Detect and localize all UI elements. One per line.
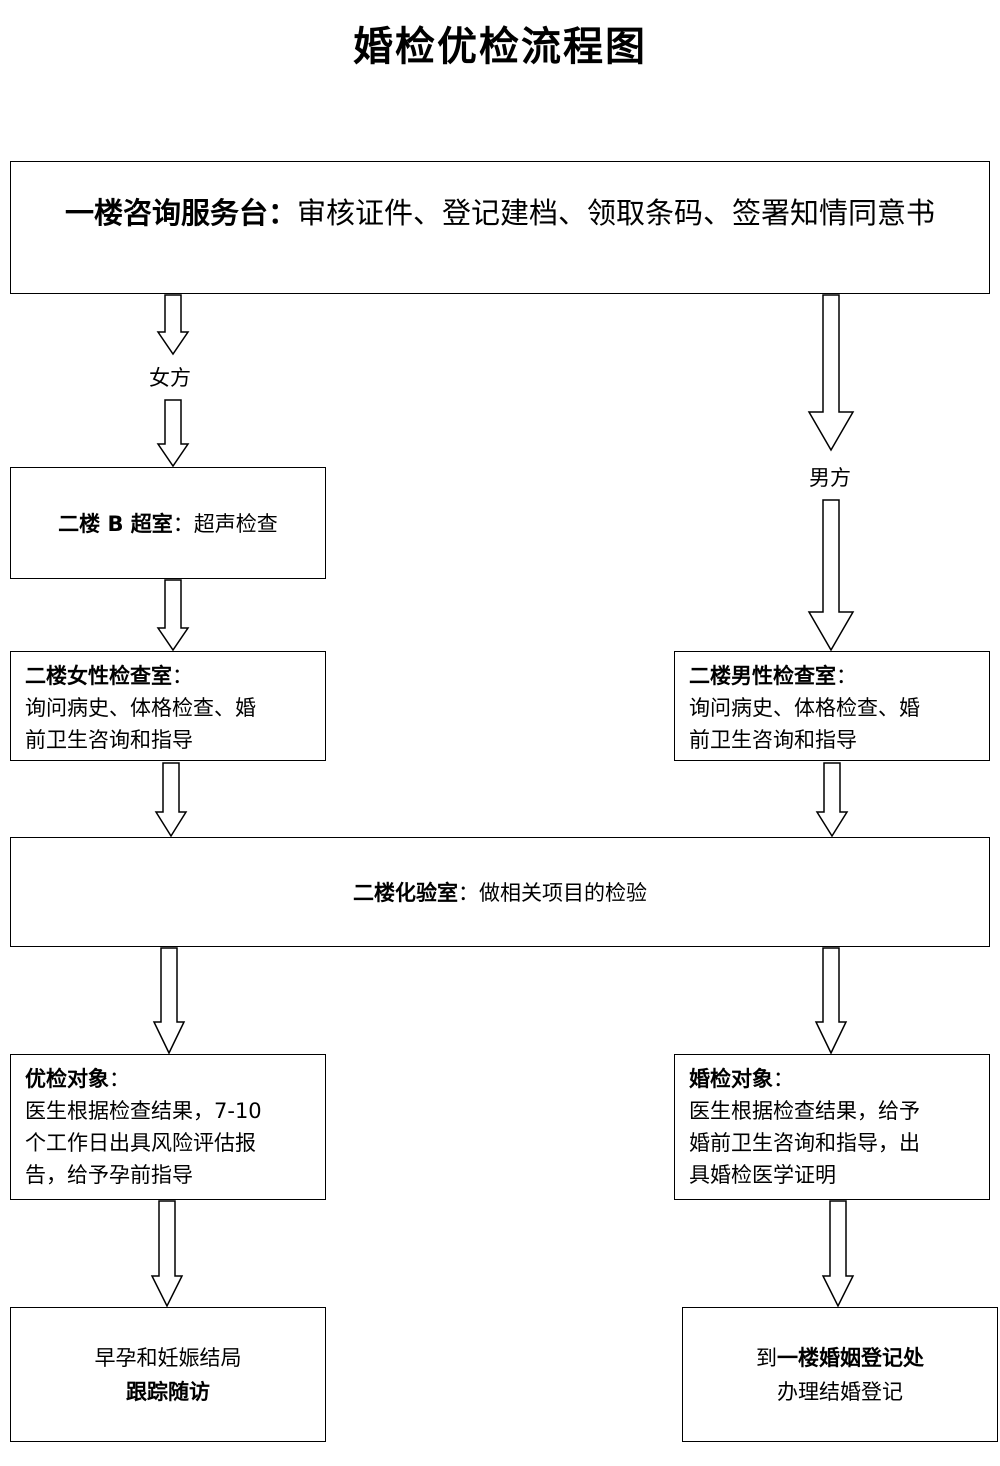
female-label: 女方 [149,366,191,390]
male-exam-room-box: 二楼男性检查室： 询问病史、体格检查、婚 前卫生咨询和指导 [674,651,990,761]
female-exam-line1: 询问病史、体格检查、婚 [25,696,256,720]
followup-line2: 跟踪随访 [126,1379,210,1404]
ultrasound-heading: 二楼 B 超室 [58,512,173,536]
arrow-down-icon [807,294,855,452]
arrow-down-icon [154,762,188,838]
page-title: 婚检优检流程图 [353,24,647,70]
hunjian-colon: ： [773,1067,794,1091]
arrow-down-icon [150,1200,184,1308]
youjian-line3: 告，给予孕前指导 [25,1163,193,1187]
hunjian-heading: 婚检对象 [689,1067,773,1091]
hunjian-line3: 具婚检医学证明 [689,1163,836,1187]
female-exam-colon: ： [172,664,193,688]
marriage-registration-box: 到一楼婚姻登记处 办理结婚登记 [682,1307,998,1442]
female-exam-heading: 二楼女性检查室 [25,664,172,688]
hunjian-target-box: 婚检对象： 医生根据检查结果，给予 婚前卫生咨询和指导，出 具婚检医学证明 [674,1054,990,1200]
register-heading: 一楼婚姻登记处 [777,1345,924,1370]
arrow-down-icon [156,579,190,652]
hunjian-line2: 婚前卫生咨询和指导，出 [689,1131,920,1155]
arrow-down-icon [821,1200,855,1308]
lab-room-box: 二楼化验室：做相关项目的检验 [10,837,990,947]
arrow-down-icon [156,294,190,356]
male-exam-colon: ： [836,664,857,688]
arrow-down-icon [814,947,848,1055]
consult-desk-box: 一楼咨询服务台：审核证件、登记建档、领取条码、签署知情同意书 [10,161,990,294]
followup-box: 早孕和妊娠结局 跟踪随访 [10,1307,326,1442]
consult-desk-heading: 一楼咨询服务台： [64,196,297,230]
youjian-line1: 医生根据检查结果，7-10 [25,1099,262,1123]
ultrasound-room-box: 二楼 B 超室：超声检查 [10,467,326,579]
ultrasound-text: ：超声检查 [172,512,278,536]
lab-heading: 二楼化验室 [353,881,458,905]
arrow-down-icon [807,499,855,652]
arrow-down-icon [815,762,849,838]
youjian-line2: 个工作日出具风险评估报 [25,1131,256,1155]
male-exam-line1: 询问病史、体格检查、婚 [689,696,920,720]
female-exam-line2: 前卫生咨询和指导 [25,728,193,752]
register-line2: 办理结婚登记 [777,1379,903,1404]
youjian-heading: 优检对象 [25,1067,109,1091]
hunjian-line1: 医生根据检查结果，给予 [689,1099,920,1123]
arrow-down-icon [156,399,190,468]
arrow-down-icon [152,947,186,1055]
register-pre: 到 [756,1345,777,1370]
female-exam-room-box: 二楼女性检查室： 询问病史、体格检查、婚 前卫生咨询和指导 [10,651,326,761]
male-label: 男方 [809,466,851,490]
youjian-colon: ： [109,1067,130,1091]
consult-desk-text: 审核证件、登记建档、领取条码、签署知情同意书 [297,196,936,230]
followup-line1: 早孕和妊娠结局 [94,1345,242,1370]
lab-text: ：做相关项目的检验 [458,881,647,905]
male-exam-line2: 前卫生咨询和指导 [689,728,857,752]
male-exam-heading: 二楼男性检查室 [689,664,836,688]
youjian-target-box: 优检对象： 医生根据检查结果，7-10 个工作日出具风险评估报 告，给予孕前指导 [10,1054,326,1200]
